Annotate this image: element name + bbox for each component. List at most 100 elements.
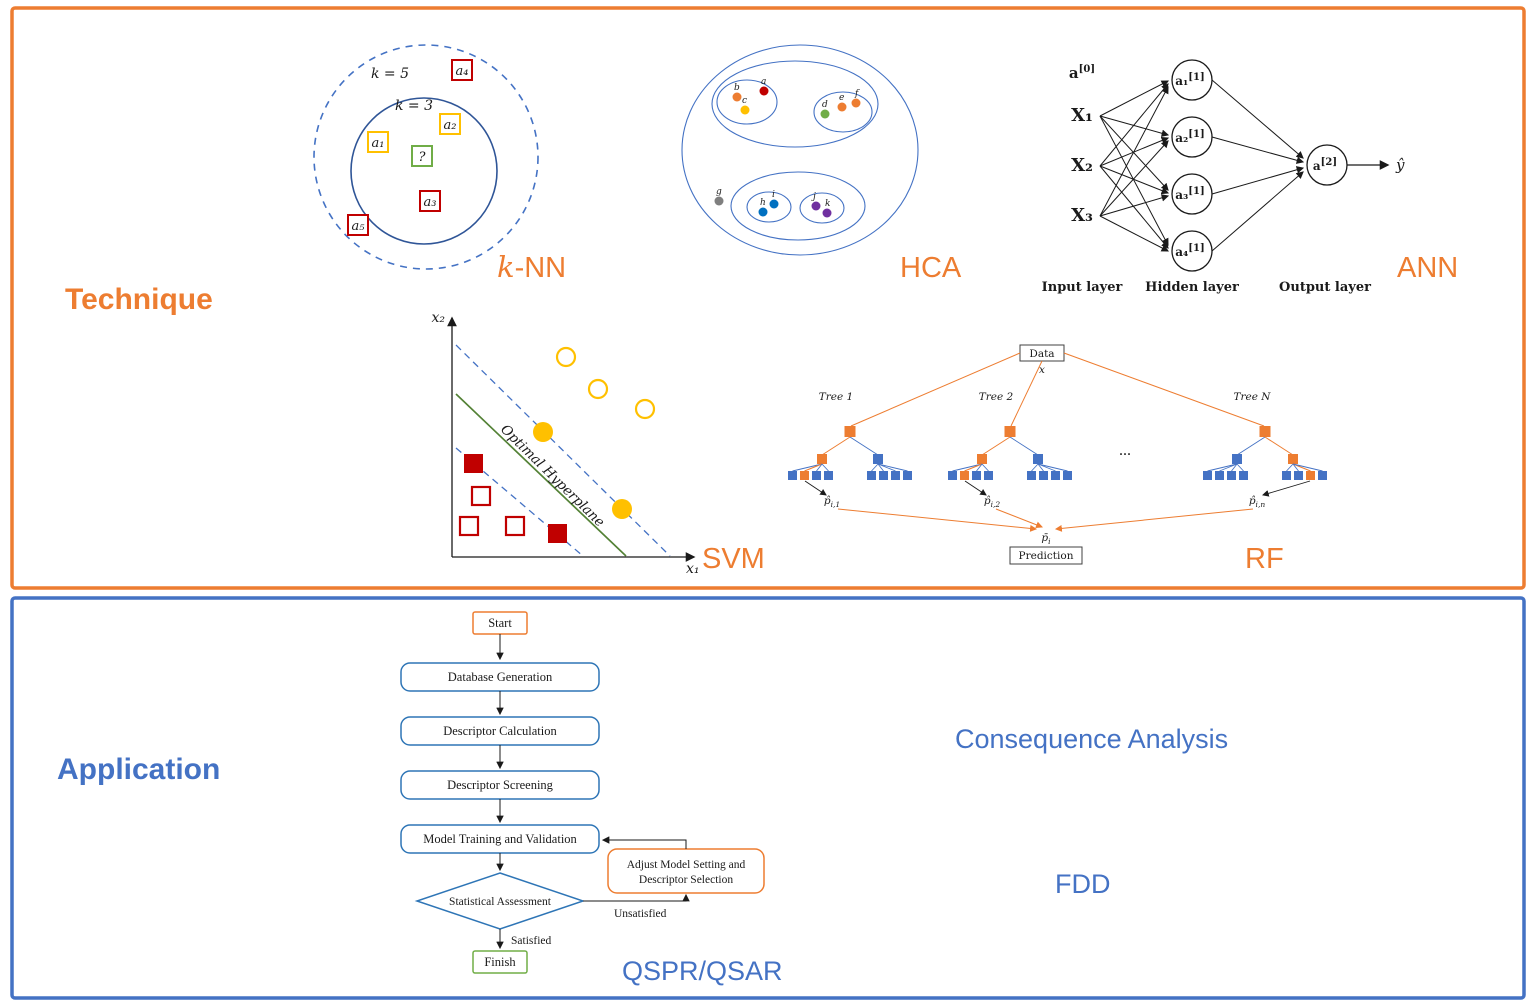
flow-adjust-label-line2: Descriptor Selection (639, 874, 733, 886)
application-consequence-analysis-label: Consequence Analysis (955, 724, 1228, 754)
rf-label: RF (1245, 543, 1284, 575)
rf-mean-label: p̄i (1041, 532, 1051, 546)
flow-step-descriptor-screening-label: Descriptor Screening (447, 778, 554, 792)
flow-adjust-label-line1: Adjust Model Setting and (627, 859, 746, 871)
rf-ellipsis: ... (1119, 442, 1131, 459)
hca-dot-i-label: i (772, 190, 775, 200)
svm-red-square (458, 515, 480, 537)
hca-dot-f (851, 98, 861, 108)
hca-cluster-def-ellipse (813, 91, 873, 133)
flow-step-model-training-label: Model Training and Validation (423, 832, 577, 846)
hca-diagram: a b c d e f g h i j k HCA (681, 44, 962, 284)
rf-tree-n (1203, 426, 1327, 497)
svm-yellow-circle (587, 378, 609, 400)
flow-unsatisfied-label: Unsatisfied (614, 908, 667, 920)
hca-cluster-abc-ellipse (716, 79, 778, 125)
svm-red-support-vector (464, 454, 483, 473)
hca-dot-h (758, 207, 768, 217)
flow-start-label: Start (488, 616, 512, 630)
ann-hidden-layer-label: Hidden layer (1145, 280, 1239, 295)
rf-aggregation-connections (837, 508, 1254, 532)
hca-dot-b-label: b (734, 83, 740, 93)
ann-hidden-output-connections (1211, 79, 1305, 252)
ann-hidden-label-4: a₄[1] (1175, 243, 1204, 259)
technique-section-border (10, 6, 1526, 590)
qspr-flowchart: Start Database Generation Descriptor Cal… (400, 611, 765, 974)
rf-data-var: x (1039, 364, 1045, 376)
ann-input-x1: X₁ (1071, 105, 1093, 126)
hca-dot-b (732, 92, 742, 102)
rf-pn-label: p̂i,n (1249, 495, 1266, 509)
knn-k3-circle (350, 97, 498, 245)
svm-yellow-circle (555, 346, 577, 368)
knn-k5-circle (313, 44, 539, 270)
rf-tree-2 (948, 426, 1072, 496)
knn-point-unknown: ? (411, 145, 433, 167)
knn-label: k-NN (497, 250, 566, 284)
knn-point-a1: a₁ (367, 131, 389, 153)
rf-prediction-box (1009, 546, 1083, 565)
hca-dot-h-label: h (760, 198, 766, 208)
hca-dot-f-label: f (854, 89, 860, 99)
hca-top-cluster-ellipse (711, 60, 879, 148)
knn-a2-label: a₂ (444, 118, 457, 133)
ann-hidden-nodes: a₁[1] a₂[1] a₃[1] a₄[1] (1171, 59, 1213, 272)
ann-a0-label: a[0] (1069, 64, 1095, 82)
knn-a1-square (367, 131, 389, 153)
hca-dot-j-label: j (811, 192, 816, 202)
hca-dot-d (820, 109, 830, 119)
hca-bottom-cluster-ellipse (730, 171, 866, 241)
knn-a5-square (347, 214, 369, 236)
ann-hidden-label-3: a₃[1] (1175, 186, 1204, 202)
hca-dot-i (769, 199, 779, 209)
svm-x-axis-label: x₁ (686, 561, 700, 577)
rf-tree2-label: Tree 2 (979, 391, 1014, 403)
knn-a2-square (439, 113, 461, 135)
hca-dot-a (759, 86, 769, 96)
knn-a4-square (451, 59, 473, 81)
knn-diagram: k = 5 k = 3 a₄ a₂ a₁ ? a₃ a₅ k-NN (313, 44, 566, 284)
flow-finish-box (472, 950, 528, 974)
knn-point-a3: a₃ (419, 190, 441, 212)
knn-k5-label: k = 5 (371, 66, 409, 82)
ann-input-x3: X₃ (1071, 205, 1093, 226)
svm-red-square (504, 515, 526, 537)
hca-dot-g-label: g (716, 187, 722, 197)
svm-hyperplane-line (455, 393, 627, 557)
flow-finish-label: Finish (484, 955, 516, 969)
rf-tree-1 (788, 426, 912, 496)
hca-dot-e (837, 102, 847, 112)
svm-label: SVM (702, 543, 765, 575)
rf-p2-label: p̂i,2 (984, 495, 1001, 509)
ann-hidden-label-2: a₂[1] (1175, 129, 1204, 145)
hca-outer-ellipse (681, 44, 919, 256)
svm-y-axis-label: x₂ (431, 310, 445, 326)
rf-p1-label: p̂i,1 (824, 495, 840, 509)
application-section-title: Application (57, 753, 220, 786)
svm-yellow-support-vector (533, 422, 553, 442)
flow-satisfied-label: Satisfied (511, 935, 551, 947)
knn-a1-label: a₁ (372, 136, 385, 151)
flow-feedback-path (601, 836, 687, 849)
knn-k3-label: k = 3 (395, 98, 433, 114)
ann-input-layer-label: Input layer (1042, 280, 1123, 295)
application-section-border (10, 596, 1526, 1000)
knn-unknown-label: ? (419, 150, 427, 165)
flow-adjust-box (607, 848, 765, 894)
flow-step-descriptor-calculation-label: Descriptor Calculation (443, 724, 557, 738)
knn-a5-label: a₅ (352, 219, 366, 234)
rf-prediction-label: Prediction (1019, 550, 1074, 562)
rf-data-tree-connections (850, 352, 1265, 427)
knn-point-a2: a₂ (439, 113, 461, 135)
hca-dot-e-label: e (839, 93, 844, 103)
hca-dot-c-label: c (742, 96, 747, 106)
technique-section-title: Technique (65, 283, 213, 316)
svm-yellow-support-vector (612, 499, 632, 519)
hca-dot-j (811, 201, 821, 211)
flow-step-database-generation-label: Database Generation (448, 670, 553, 684)
hca-dot-a-label: a (761, 77, 766, 87)
hca-label: HCA (900, 252, 962, 284)
ann-output-layer-label: Output layer (1279, 280, 1371, 295)
ann-input-hidden-connections (1099, 80, 1170, 252)
svm-upper-margin (455, 344, 671, 557)
